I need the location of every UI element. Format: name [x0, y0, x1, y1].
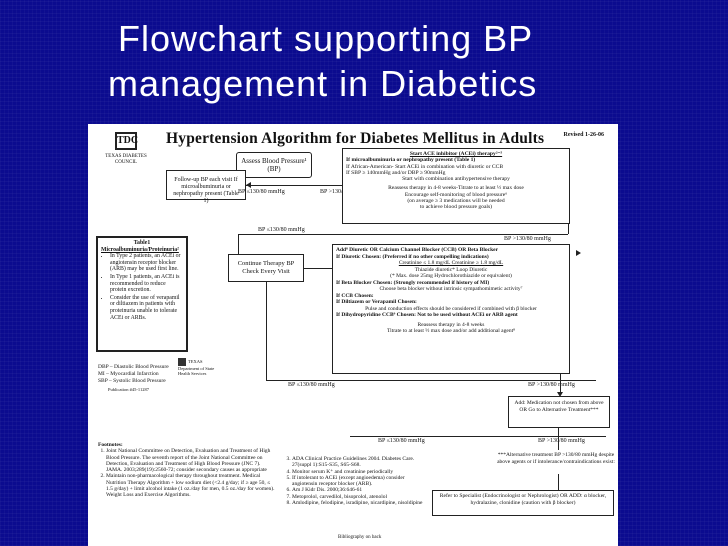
abbr-item: MI – Myocardial Infarction [98, 371, 159, 377]
footnotes-list-left: Joint National Committee on Detection, E… [98, 448, 278, 498]
footnote-item: Amlodipine, felodipine, isradipine, nica… [292, 500, 424, 506]
logo-mark: TDC [115, 132, 138, 150]
slide-title: Flowchart supporting BP management in Di… [108, 16, 718, 106]
table1-item: In Type 2 patients, an ACEi or angiotens… [110, 253, 183, 273]
add-medication-box: Add: Medication not chosen from above OR… [508, 396, 610, 428]
add-l7: Choose beta blocker without intrinsic sy… [379, 286, 523, 292]
footnotes-left: Footnotes: Joint National Committee on D… [98, 442, 278, 499]
start-ace-l7: (on average ≥ 3 medications will be need… [407, 198, 505, 205]
add-l2: If Diuretic Chosen: (Preferred if no oth… [336, 253, 489, 260]
connector [558, 474, 559, 490]
connector [266, 282, 267, 380]
start-ace-l6: Encourage self-monitoring of blood press… [404, 191, 508, 198]
connector [558, 436, 559, 450]
assess-bp-box: Assess Blood Pressure¹ (BP) [236, 152, 312, 178]
dshs-seal: TEXAS Department of State Health Service… [178, 358, 216, 378]
connector [238, 234, 239, 254]
bp-high-label-2: BP >130/80 mmHg [504, 236, 551, 242]
add-l12: Reassess therapy in 4-8 weeks [417, 321, 485, 328]
start-ace-box: Start ACE inhibitor (ACEi) therapy²⁻⁵ If… [342, 148, 570, 224]
start-ace-l1: If microalbuminuria or nephropathy prese… [346, 157, 476, 164]
footnote-item: Maintain non-pharmacological therapy thr… [106, 473, 278, 498]
start-ace-head: Start ACE inhibitor (ACEi) therapy²⁻⁵ [409, 151, 503, 157]
publication-number: Publication #45-11287 [108, 387, 149, 392]
connector [558, 428, 559, 436]
abbr-item: SBP – Systolic Blood Pressure [98, 378, 166, 384]
footnote-item: Am J Kidr Dis. 2000;36:646-61 [292, 487, 424, 493]
footnote-item: ADA Clinical Practice Guidelines 2004. D… [292, 456, 424, 469]
add-l11: If Dihydropyridine CCB⁹ Chosen: Not to b… [336, 312, 518, 318]
footnotes-head: Footnotes: [98, 442, 123, 448]
table1-sub: Microalbuminuria/Proteinuria² [101, 246, 179, 253]
footnote-item: Joint National Committee on Detection, E… [106, 448, 278, 473]
add-l3: Creatinine ≤ 1.8 mg/dL Creatinine ≥ 1.8 … [398, 260, 504, 266]
start-ace-l3: If SBP ≥ 140mmHg and/or DBP ≥ 90mmHg [346, 169, 446, 176]
abbreviations: DBP – Diastolic Blood Pressure MI – Myoc… [98, 364, 169, 385]
connector [560, 374, 561, 394]
refer-specialist-box: Refer to Specialist (Endocrinologist or … [432, 490, 614, 516]
add-l10: Pulse and conduction effects should be c… [365, 305, 537, 312]
connector [568, 224, 569, 234]
connector [266, 380, 596, 381]
arrow-left-icon [246, 182, 251, 188]
bp-high-label-4: BP >130/80 mmHg [538, 438, 585, 444]
table1-list: In Type 2 patients, an ACEi or angiotens… [101, 253, 183, 321]
table1-item: Consider the use of verapamil or diltiaz… [110, 295, 183, 321]
table1-item: In Type 1 patients, an ACEi is recommend… [110, 274, 183, 294]
footnote-item: Metoprolol, carvedilol, bisoprolol, aten… [292, 494, 424, 500]
arrow-right-icon [576, 250, 581, 256]
connector [350, 436, 606, 437]
connector [246, 185, 316, 186]
arrow-down-icon [557, 392, 563, 397]
alternative-treatment: ***Alternative treatment BP >130/80 mmHg… [497, 452, 615, 465]
bp-high-label-3: BP >130/80 mmHg [528, 382, 575, 388]
bp-low-label-1: BP ≤130/80 mmHg [238, 189, 285, 195]
start-ace-l8: to achieve blood pressure goals) [419, 204, 493, 211]
revised-date: Revised 1-26-06 [563, 132, 605, 138]
slide-title-line2: management in Diabetics [108, 63, 538, 104]
abbr-item: DBP – Diastolic Blood Pressure [98, 364, 169, 370]
bp-low-label-2: BP ≤130/80 mmHg [258, 227, 305, 233]
bp-low-label-3: BP ≤130/80 mmHg [288, 382, 335, 388]
table1-box: Table1 Microalbuminuria/Proteinuria² In … [96, 236, 188, 352]
bibliography-note: Bibliography on back [338, 535, 382, 540]
connector [312, 185, 342, 186]
document-title: Hypertension Algorithm for Diabetes Mell… [166, 130, 545, 147]
seal-text: TEXAS Department of State Health Service… [178, 359, 215, 376]
add-l6: If Beta Blocker Chosen: (Strongly recomm… [336, 279, 490, 286]
tdc-logo: TDC TEXAS DIABETES COUNCIL [100, 132, 152, 172]
add-l5: (* Max. dose 25mg Hydrochlorothiazide or… [390, 273, 512, 279]
start-ace-l4: Start with combination antihypertensive … [402, 176, 510, 183]
add-l1: Add⁸ Diuretic OR Calcium Channel Blocker… [336, 247, 499, 253]
table1-head: Table1 [133, 240, 151, 246]
texas-seal-icon [178, 358, 186, 366]
continue-therapy-box: Continue Therapy BP Check Every Visit [228, 254, 304, 282]
footnote-item: If intolerant to ACEi (except angioedema… [292, 475, 424, 488]
footnote-item: Monitor serum K⁺ and creatinine periodic… [292, 469, 424, 475]
add-l8: If CCB Chosen: [336, 292, 374, 299]
followup-box: Follow-up BP each visit If microalbuminu… [166, 170, 246, 204]
footnotes-list-right: ADA Clinical Practice Guidelines 2004. D… [284, 456, 424, 506]
slide-title-line1: Flowchart supporting BP [118, 18, 534, 59]
logo-text: TEXAS DIABETES COUNCIL [105, 154, 147, 165]
add-l13: Titrate to at least ½ max dose and/or ad… [386, 328, 516, 334]
add-agent-box: Add⁸ Diuretic OR Calcium Channel Blocker… [332, 244, 570, 374]
algorithm-document: TDC TEXAS DIABETES COUNCIL Hypertension … [88, 124, 618, 546]
footnotes-right: ADA Clinical Practice Guidelines 2004. D… [284, 456, 424, 506]
connector [304, 268, 332, 269]
start-ace-l2: If African-American- Start ACEi in combi… [346, 163, 504, 170]
start-ace-l5: Reassess therapy in 4-8 weeks-Titrate to… [388, 185, 524, 192]
bp-low-label-4: BP ≤130/80 mmHg [378, 438, 425, 444]
connector [238, 234, 568, 235]
add-l4: Thiazide diuretic* Loop Diuretic [414, 266, 488, 273]
add-l9: If Diltiazem or Verapamil Chosen: [336, 299, 417, 305]
